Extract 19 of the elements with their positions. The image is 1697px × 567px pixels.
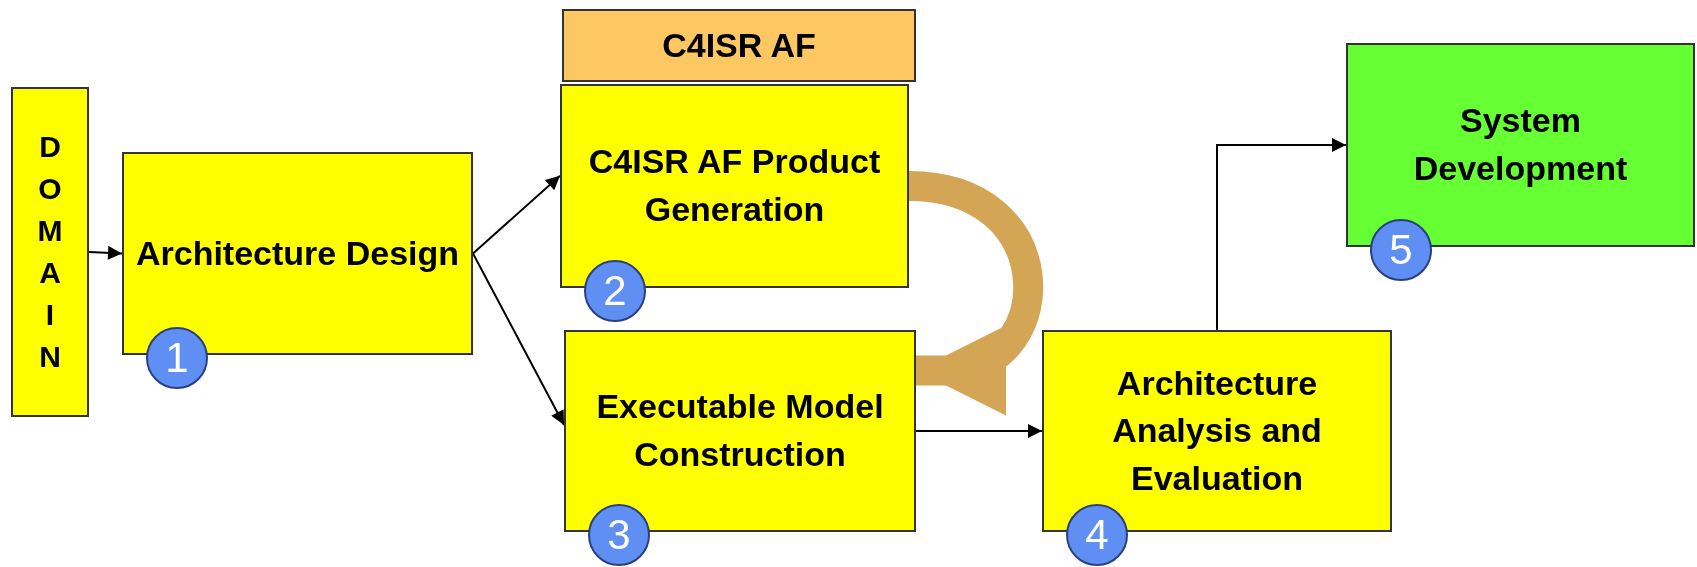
process-box [11, 87, 89, 417]
box-label: Executable Model Construction [595, 386, 885, 475]
arrow [915, 424, 1043, 438]
arrow [88, 245, 123, 260]
step-number: 3 [588, 504, 650, 566]
step-number: 1 [146, 327, 208, 389]
box-label: DOMAIN [37, 129, 63, 375]
arrow [472, 252, 565, 426]
step-number: 2 [584, 260, 646, 322]
box-label: Architecture Analysis and Evaluation [1111, 362, 1323, 499]
process-box [562, 9, 916, 82]
box-label: C4ISR AF Product Generation [587, 141, 882, 230]
box-label: C4ISR AF [661, 24, 817, 66]
box-label: Architecture Design [134, 232, 461, 274]
step-number: 4 [1066, 504, 1128, 566]
arrow [472, 174, 561, 255]
step-number: 5 [1370, 219, 1432, 281]
arrow [1216, 138, 1347, 331]
box-label: System Development [1412, 100, 1629, 189]
